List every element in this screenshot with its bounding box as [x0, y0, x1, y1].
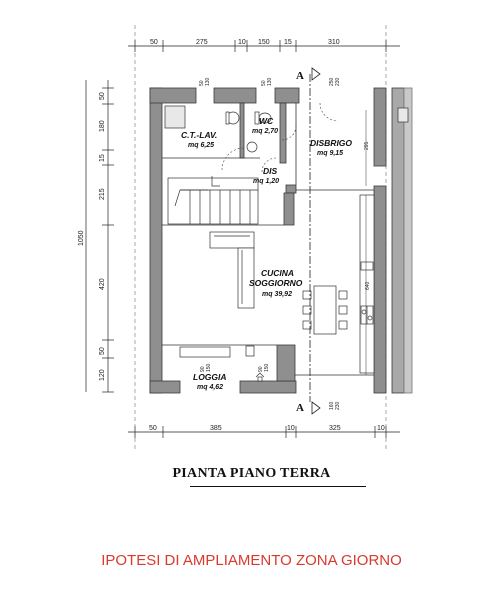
left-dim-5: 50 [99, 347, 106, 355]
room-dis-area: mq 1,20 [253, 178, 279, 185]
window-label-7: 150 [206, 363, 212, 372]
room-labels: C.T.-LAV. mq 6,25 WC mq 2,70 DISBRIGO mq… [181, 116, 352, 391]
top-dim-2: 10 [238, 39, 246, 46]
room-dis-name: DIS [263, 166, 278, 176]
left-dim-2: 15 [99, 154, 106, 162]
bottom-dim-4: 10 [377, 425, 385, 432]
left-dimension-line: 50 180 15 215 420 50 120 1050 [78, 80, 114, 393]
top-dim-0: 50 [150, 39, 158, 46]
section-mark-bottom: A [296, 402, 304, 414]
room-loggia-name: LOGGIA [193, 372, 227, 382]
window-label-3: 130 [267, 77, 273, 86]
window-label-10: 160 [329, 401, 335, 410]
drawing-title: PIANTA PIANO TERRA [172, 466, 331, 481]
bottom-dim-3: 325 [329, 425, 341, 432]
left-dim-4: 420 [99, 278, 106, 290]
inner-dim-295: 295 [364, 141, 370, 150]
title-underline [190, 486, 366, 487]
total-height-dim: 1050 [78, 230, 85, 246]
proposal-subtitle: IPOTESI DI AMPLIAMENTO ZONA GIORNO [101, 552, 402, 569]
left-dim-3: 215 [99, 188, 106, 200]
window-label-11: 230 [335, 401, 341, 410]
room-cucina-name: CUCINA [261, 268, 294, 278]
left-dim-6: 120 [99, 369, 106, 381]
room-loggia-area: mq 4,62 [197, 384, 223, 391]
window-labels: 50 130 50 130 250 230 90 150 90 150 160 … [199, 77, 341, 410]
room-soggiorno-name: SOGGIORNO [249, 278, 303, 288]
section-mark-top: A [296, 70, 304, 82]
room-wc-name: WC [259, 116, 274, 126]
sanitary-fixtures [164, 105, 409, 153]
bottom-dimension-line: 50 385 10 325 10 [128, 425, 400, 438]
partitions [162, 103, 374, 376]
window-label-1: 130 [205, 77, 211, 86]
window-label-5: 230 [335, 77, 341, 86]
window-label-9: 150 [264, 363, 270, 372]
window-label-8: 90 [258, 366, 264, 372]
dining-table [302, 285, 348, 335]
top-dim-1: 275 [196, 39, 208, 46]
top-dim-3: 150 [258, 39, 270, 46]
left-dim-1: 180 [99, 120, 106, 132]
inner-dim-640: 640 [365, 281, 371, 290]
top-dim-4: 15 [284, 39, 292, 46]
door-swings [221, 102, 339, 173]
sofa [209, 231, 255, 309]
bottom-dim-2: 10 [287, 425, 295, 432]
bottom-dim-0: 50 [149, 425, 157, 432]
room-ct-lav-name: C.T.-LAV. [181, 130, 217, 140]
left-dim-0: 50 [99, 92, 106, 100]
window-label-4: 250 [329, 77, 335, 86]
walls [149, 87, 413, 394]
room-disbrigo-area: mq 9,15 [317, 150, 343, 157]
staircase [167, 176, 259, 225]
window-label-0: 50 [199, 80, 205, 86]
room-wc-area: mq 2,70 [252, 128, 278, 135]
window-label-2: 50 [261, 80, 267, 86]
room-disbrigo-name: DISBRIGO [310, 138, 352, 148]
top-dimension-line: 50 275 10 150 15 310 [128, 39, 400, 52]
loggia-furniture [179, 345, 265, 382]
top-dim-5: 310 [328, 39, 340, 46]
section-markers: A A [296, 67, 321, 415]
kitchen-counter [359, 194, 375, 374]
window-label-6: 90 [200, 366, 206, 372]
room-ct-lav-area: mq 6,25 [188, 142, 214, 149]
bottom-dim-1: 385 [210, 425, 222, 432]
room-soggiorno-area: mq 39,92 [262, 291, 292, 298]
floor-plan: 50 275 10 150 15 310 50 385 10 325 10 50… [78, 25, 413, 450]
